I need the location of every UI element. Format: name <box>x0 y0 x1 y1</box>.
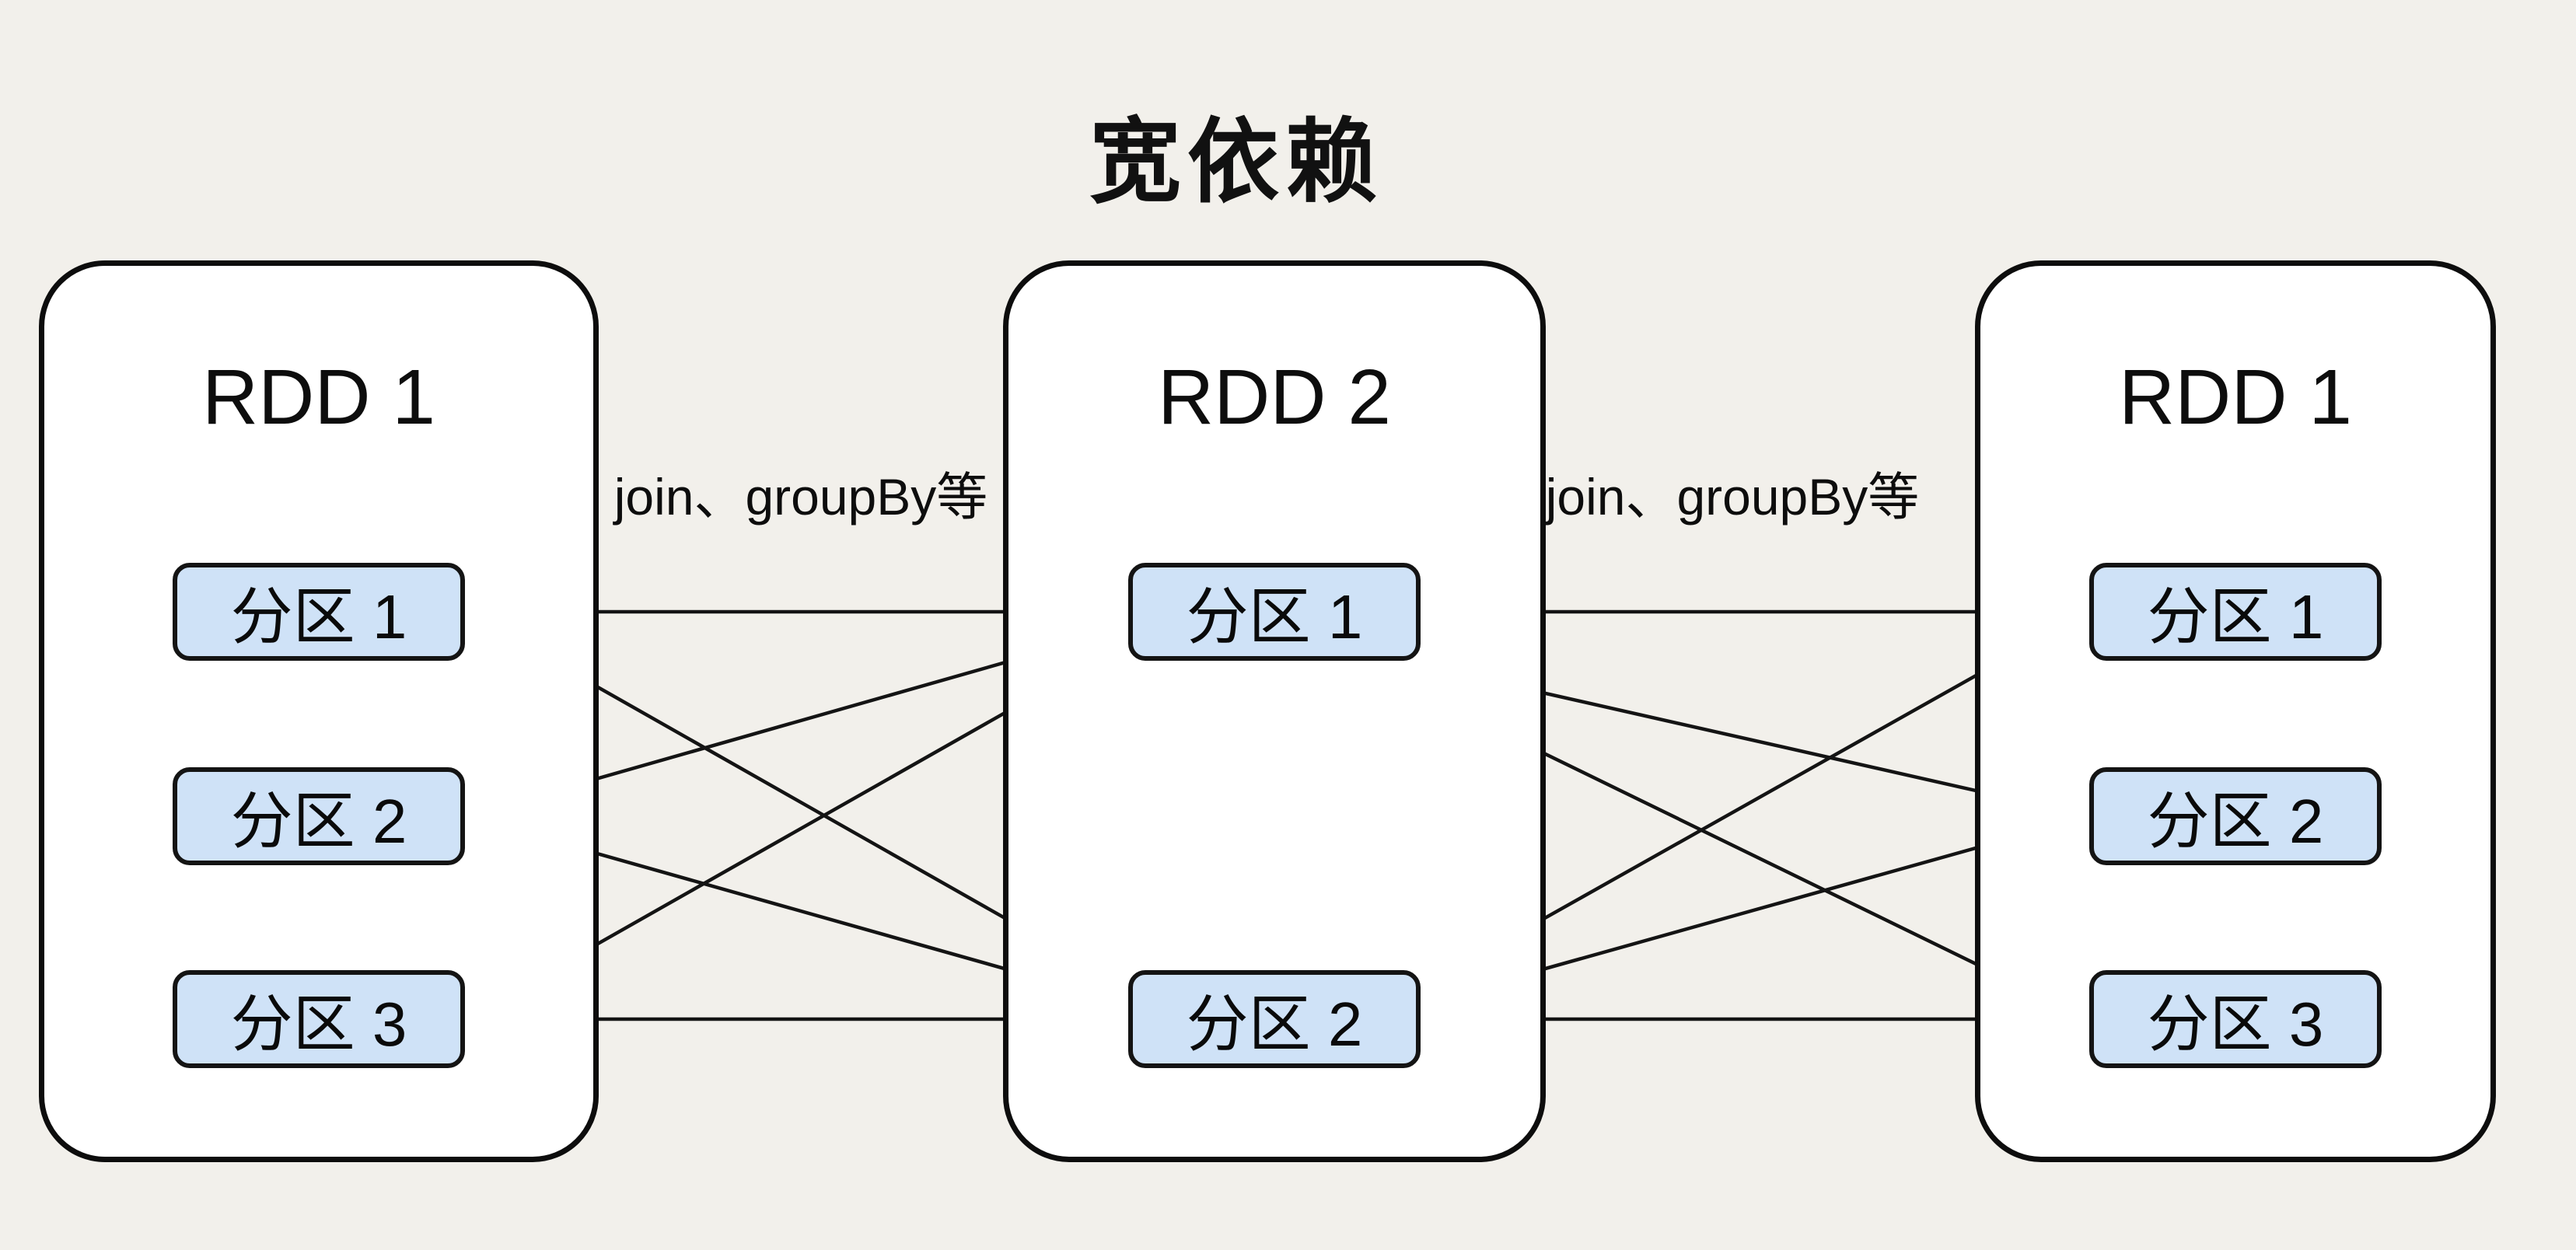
rdd-box-middle: RDD 2 分区 1 分区 2 <box>1003 260 1546 1162</box>
partition-R3: 分区 3 <box>2089 970 2382 1068</box>
rdd-title-middle: RDD 2 <box>1157 354 1392 441</box>
edge-label-right: join、groupBy等 <box>1545 468 1920 525</box>
rdd-box-left: RDD 1 分区 1 分区 2 分区 3 <box>39 260 599 1162</box>
partition-R2: 分区 2 <box>2089 767 2382 865</box>
rdd-title-left: RDD 1 <box>201 354 436 441</box>
partition-L1: 分区 1 <box>173 563 465 661</box>
edge-label-left: join、groupBy等 <box>613 468 988 525</box>
partition-L3: 分区 3 <box>173 970 465 1068</box>
rdd-title-right: RDD 1 <box>2118 354 2353 441</box>
partition-M1: 分区 1 <box>1128 563 1421 661</box>
partition-L2: 分区 2 <box>173 767 465 865</box>
partition-M2: 分区 2 <box>1128 970 1421 1068</box>
diagram-title: 宽依赖 <box>1089 111 1384 214</box>
rdd-box-right: RDD 1 分区 1 分区 2 分区 3 <box>1975 260 2496 1162</box>
partition-R1: 分区 1 <box>2089 563 2382 661</box>
